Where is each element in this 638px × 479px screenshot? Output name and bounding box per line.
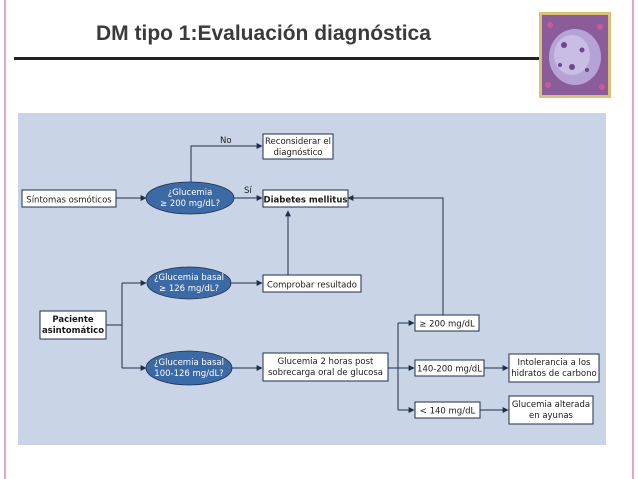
- intolerancia-line1: Intolerancia a los: [518, 358, 592, 368]
- box-comprobar: Comprobar resultado: [262, 274, 362, 293]
- glucemia2h-line1: Glucemia 2 horas post: [278, 357, 374, 367]
- glucemia2h-line2: sobrecarga oral de glucosa: [268, 368, 383, 378]
- box-sintomas: Síntomas osmóticos: [21, 189, 117, 208]
- islet-micrograph-thumbnail: [539, 12, 611, 98]
- pink-border-left: [4, 0, 6, 479]
- e2-line2: ≥ 126 mg/dL?: [159, 284, 219, 294]
- connectors: [106, 143, 509, 413]
- e3-line1: ¿Glucemia basal: [154, 358, 224, 368]
- micrograph-image: [542, 15, 608, 95]
- box-reconsiderar: Reconsiderar el diagnóstico: [262, 133, 334, 160]
- box-intolerancia: Intolerancia a los hidratos de carbono: [508, 353, 600, 383]
- box-r200: ≥ 200 mg/dL: [414, 314, 480, 332]
- box-paciente: Paciente asintomático: [39, 310, 107, 340]
- label-no: No: [220, 136, 232, 146]
- box-r140: 140-200 mg/dL: [414, 359, 485, 377]
- paciente-line1: Paciente: [52, 315, 94, 325]
- e1-line2: ≥ 200 mg/dL?: [160, 199, 220, 209]
- pink-border-right: [632, 0, 634, 479]
- box-alterada: Glucemia alterada en ayunas: [508, 395, 594, 425]
- box-glucemia2h: Glucemia 2 horas post sobrecarga oral de…: [262, 352, 389, 382]
- e3-line2: 100-126 mg/dL?: [154, 369, 223, 379]
- intolerancia-line2: hidratos de carbono: [511, 369, 596, 379]
- e2-line1: ¿Glucemia basal: [154, 273, 224, 283]
- ellipse-basal-126: ¿Glucemia basal ≥ 126 mg/dL?: [146, 266, 232, 300]
- box-r140lt: < 140 mg/dL: [414, 401, 481, 419]
- box-diabetes: Diabetes mellitus: [262, 189, 349, 208]
- alterada-line2: en ayunas: [529, 411, 574, 421]
- ellipse-basal-100-126: ¿Glucemia basal 100-126 mg/dL?: [145, 350, 233, 386]
- paciente-line2: asintomático: [42, 326, 104, 336]
- label-si: Sí: [244, 186, 252, 196]
- reconsiderar-line1: Reconsiderar el: [265, 137, 331, 147]
- diagnostic-flowchart: Síntomas osmóticos Reconsiderar el diagn…: [18, 113, 606, 445]
- arrow-no-to-reconsiderar: [190, 143, 263, 183]
- ellipse-glucemia-200: ¿Glucemia ≥ 200 mg/dL?: [145, 181, 235, 215]
- title-underline: [14, 57, 544, 60]
- branch-labels: No Sí: [220, 136, 252, 196]
- reconsiderar-line2: diagnóstico: [274, 147, 323, 158]
- r200-label: ≥ 200 mg/dL: [419, 320, 475, 330]
- sintomas-label: Síntomas osmóticos: [26, 195, 112, 206]
- slide-title: DM tipo 1:Evaluación diagnóstica: [96, 22, 431, 45]
- diabetes-label: Diabetes mellitus: [264, 196, 348, 206]
- e1-line1: ¿Glucemia: [168, 188, 213, 198]
- r140lt-label: < 140 mg/dL: [420, 407, 476, 417]
- alterada-line1: Glucemia alterada: [512, 400, 590, 410]
- comprobar-label: Comprobar resultado: [267, 281, 357, 291]
- r140-label: 140-200 mg/dL: [417, 365, 482, 375]
- arrow-r200-to-diabetes: [347, 195, 444, 315]
